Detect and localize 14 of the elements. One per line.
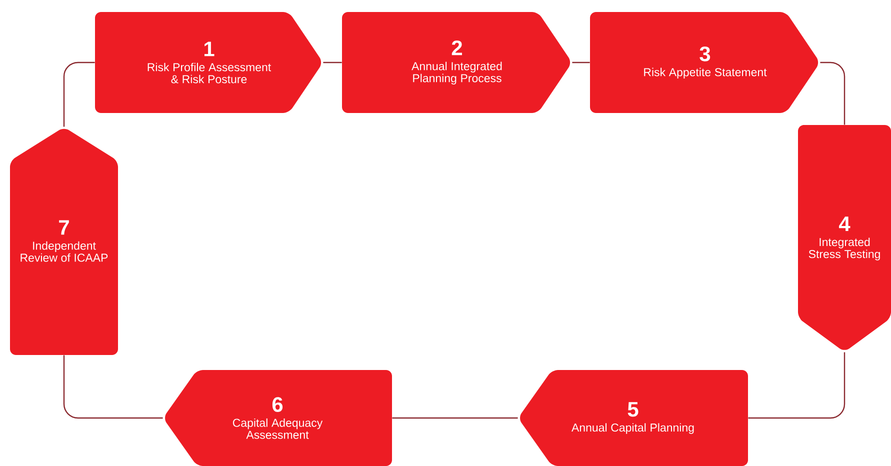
connector-line (63, 62, 95, 127)
chevron-box: 6 Capital Adequacy Assessment (165, 370, 392, 466)
connector-line (63, 355, 163, 419)
connector-line (392, 417, 518, 419)
chevron-box: 5 Annual Capital Planning (520, 370, 748, 466)
connector-line (820, 62, 846, 125)
chevron-box: 4 Integrated Stress Testing (798, 125, 891, 350)
connector-line (572, 62, 590, 64)
chevron-box: 2 Annual Integrated Planning Process (342, 12, 570, 113)
connector-line (748, 352, 846, 419)
connector-line (323, 62, 342, 64)
chevron-box: 3 Risk Appetite Statement (590, 12, 818, 113)
chevron-box: 7 Independent Review of ICAAP (10, 128, 118, 355)
chevron-box: 1 Risk Profile Assessment & Risk Posture (95, 12, 322, 113)
